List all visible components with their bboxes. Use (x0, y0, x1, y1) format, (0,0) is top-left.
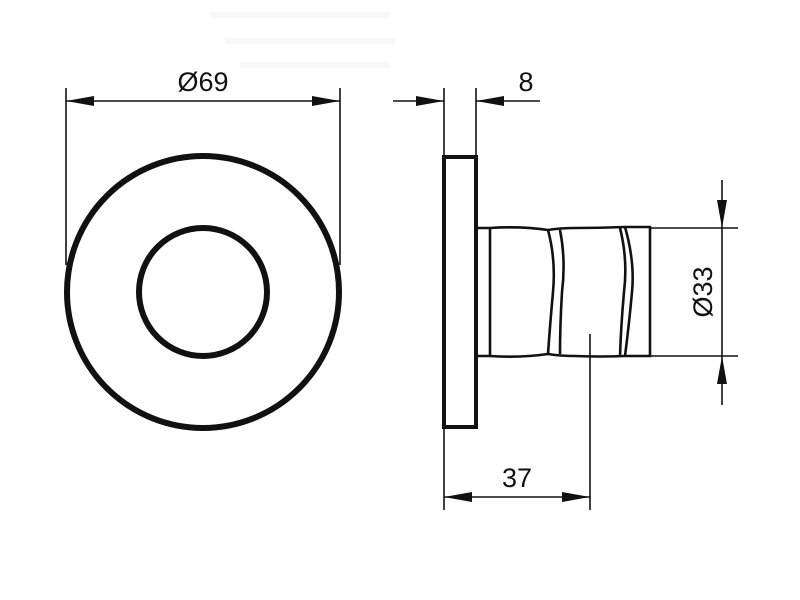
knob-grip-left (546, 229, 556, 355)
front-view (64, 153, 342, 431)
knob-diameter-label: Ø33 (688, 266, 718, 317)
knob-grip-right (623, 226, 634, 357)
wall-plate (442, 155, 478, 429)
dimension-knob-diameter: Ø33 (650, 180, 738, 405)
dimension-projection: 37 (443, 334, 591, 510)
dimension-outer-diameter: Ø69 (65, 67, 341, 265)
knob-grip-inner (618, 227, 627, 357)
inner-knob-circle (136, 225, 270, 359)
watermark (210, 12, 395, 68)
knob-grip-middle (558, 229, 565, 355)
dimension-plate-thickness: 8 (393, 67, 540, 157)
knob-body (476, 225, 652, 358)
outer-diameter-label: Ø69 (177, 67, 228, 97)
side-view (442, 155, 652, 429)
projection-label: 37 (502, 463, 532, 493)
plate-thickness-label: 8 (518, 67, 533, 97)
outer-rosette-circle (64, 153, 342, 431)
